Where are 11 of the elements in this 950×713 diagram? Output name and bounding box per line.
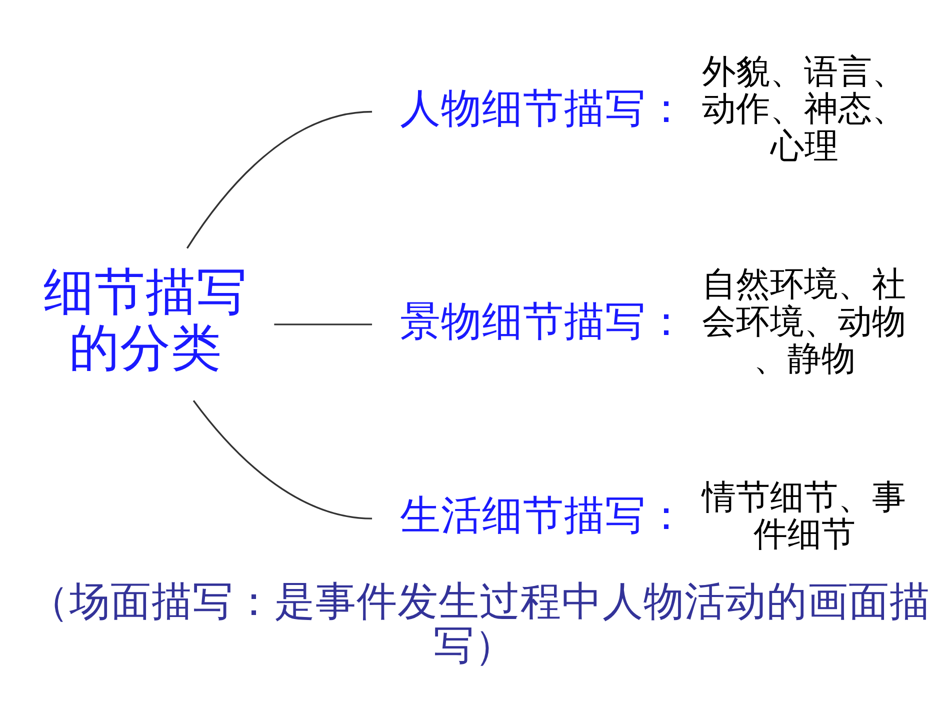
node-label: 情节细节、事件细节 (702, 477, 906, 554)
connector (192, 400, 372, 520)
node-text: 生活细节描写： (400, 491, 687, 540)
caption: （场面描写：是事件发生过程中人物活动的画面描写） (28, 577, 930, 670)
node-label: 外貌、语言、动作、神态、心理 (702, 52, 906, 166)
node-text: 人物细节描写： (400, 84, 687, 132)
connector (186, 110, 372, 249)
node-text: 细节描写的分类 (44, 262, 248, 377)
connector (274, 324, 372, 326)
node-text: 景物细节描写： (400, 296, 687, 345)
node-label: 自然环境、社会环境、动物、静物 (702, 264, 906, 378)
